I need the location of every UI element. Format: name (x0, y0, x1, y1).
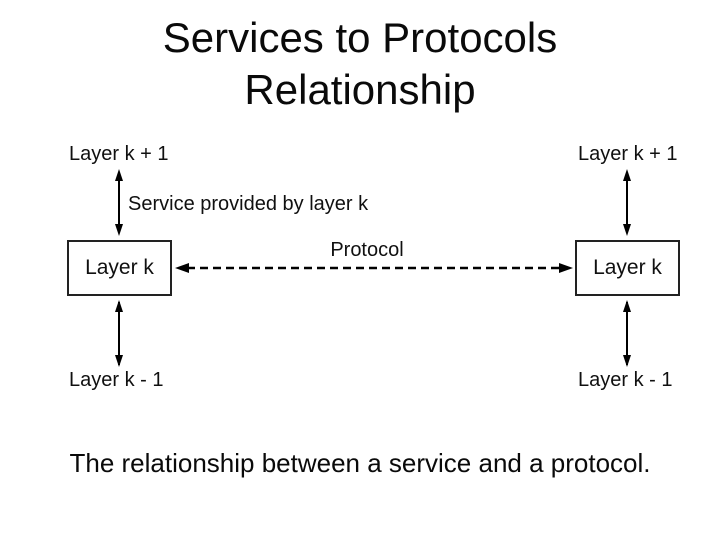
left-layer-k-box: Layer k (67, 240, 172, 296)
left-layer-k-box-label: Layer k (85, 256, 154, 279)
arrowhead-down-icon (115, 355, 123, 367)
slide-title-line-2: Relationship (244, 66, 476, 113)
protocol-dashed-arrow (175, 263, 573, 273)
left-upper-interface-arrow (115, 169, 123, 236)
arrowhead-down-icon (623, 355, 631, 367)
protocol-label: Protocol (330, 239, 404, 261)
arrowhead-up-icon (623, 300, 631, 312)
arrowhead-right-icon (559, 263, 573, 273)
slide-caption: The relationship between a service and a… (69, 448, 651, 478)
arrowhead-left-icon (175, 263, 189, 273)
slide-title-line-1: Services to Protocols (162, 14, 558, 61)
arrowhead-up-icon (115, 300, 123, 312)
service-provided-label: Service provided by layer k (128, 193, 369, 215)
arrowhead-down-icon (623, 224, 631, 236)
right-layer-k-minus-1-label: Layer k - 1 (578, 369, 673, 391)
arrowhead-up-icon (115, 169, 123, 181)
arrowhead-up-icon (623, 169, 631, 181)
right-layer-k-box-label: Layer k (593, 256, 662, 279)
slide-title: Services to Protocols Relationship (0, 12, 720, 116)
right-layer-k-box: Layer k (575, 240, 680, 296)
right-upper-interface-arrow (623, 169, 631, 236)
right-layer-k-plus-1-label: Layer k + 1 (578, 143, 678, 165)
left-layer-k-minus-1-label: Layer k - 1 (69, 369, 164, 391)
right-lower-interface-arrow (623, 300, 631, 367)
arrowhead-down-icon (115, 224, 123, 236)
left-layer-k-plus-1-label: Layer k + 1 (69, 143, 169, 165)
left-lower-interface-arrow (115, 300, 123, 367)
